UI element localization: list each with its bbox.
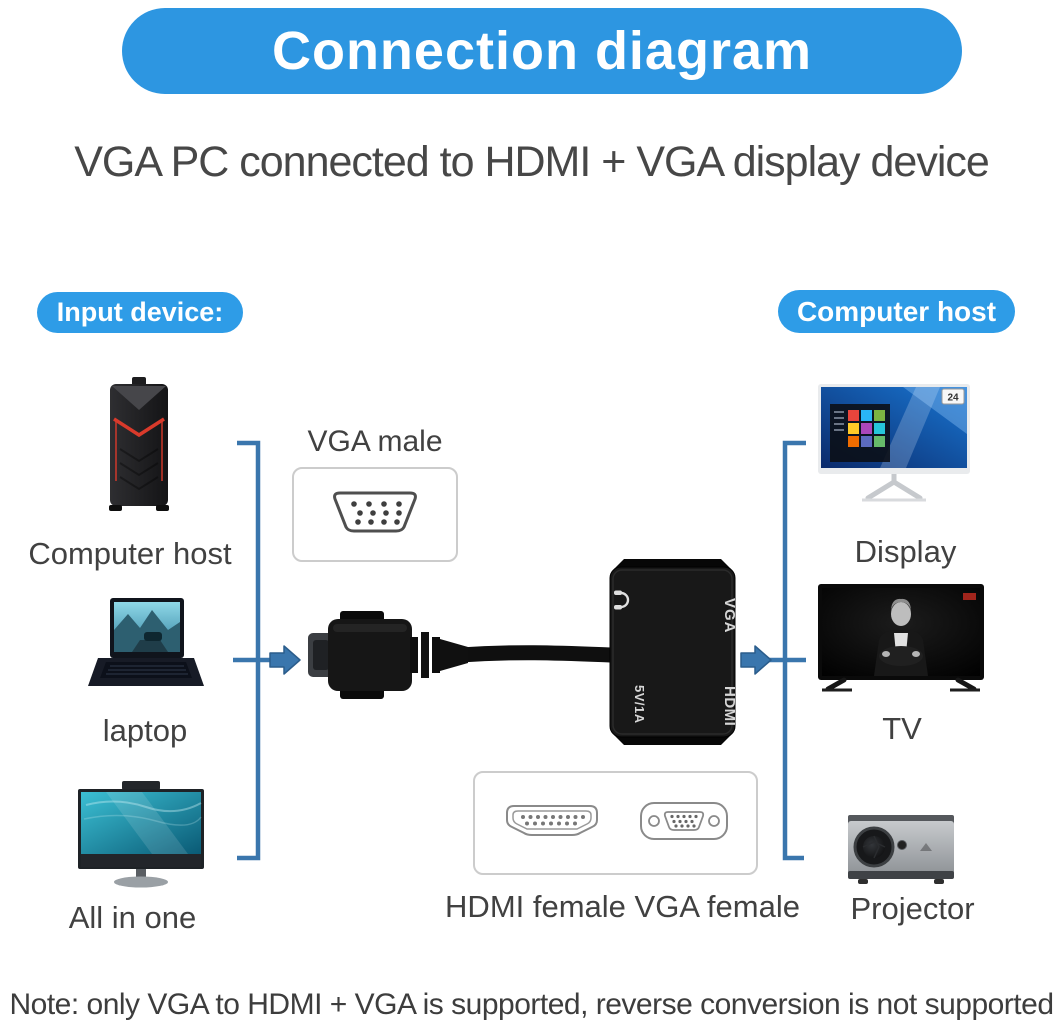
- female-connectors-label: HDMI female VGA female: [445, 889, 800, 924]
- title-banner: Connection diagram: [122, 8, 962, 94]
- laptop-icon: [88, 598, 204, 686]
- right-arrow-icon: [740, 645, 772, 675]
- projector-icon: [848, 815, 954, 884]
- adapter-hdmi-port-label: HDMI: [721, 686, 738, 726]
- right-bracket-line: [782, 440, 806, 861]
- monitor-icon: 24: [818, 384, 970, 502]
- computer-host-badge: Computer host: [778, 290, 1015, 333]
- output-device-label: Display: [854, 534, 957, 569]
- adapter-power-port-label: 5V/1A: [632, 685, 647, 724]
- vga-female-icon: [640, 802, 728, 840]
- adapter-vga-port-label: VGA: [721, 598, 738, 634]
- tv-icon: [818, 584, 984, 692]
- vga-male-label: VGA male: [307, 425, 443, 458]
- input-device-label: laptop: [102, 713, 188, 748]
- female-connectors-icon: [506, 802, 728, 840]
- output-device-label: Projector: [850, 891, 975, 926]
- input-device-label: All in one: [68, 900, 197, 935]
- page-title: Connection diagram: [271, 21, 813, 81]
- output-device-label: TV: [882, 711, 922, 746]
- vga-male-connector-icon: [333, 491, 417, 533]
- vga-cable: [308, 611, 612, 699]
- hdmi-female-icon: [506, 805, 598, 836]
- vga-to-hdmi-adapter: VGA HDMI 5V/1A: [609, 559, 738, 745]
- monitor-size-badge: 24: [947, 393, 959, 404]
- note-text: Note: only VGA to HDMI + VGA is supporte…: [9, 988, 1054, 1021]
- vga-male-box: [292, 467, 458, 562]
- desktop-tower-icon: [109, 377, 169, 511]
- left-bracket-line: [237, 440, 261, 861]
- input-device-label: Computer host: [28, 536, 232, 571]
- left-arrow-icon: [269, 645, 301, 675]
- headphone-icon: [614, 590, 630, 610]
- input-device-badge: Input device:: [37, 292, 243, 333]
- female-connectors-box: [473, 771, 758, 875]
- all-in-one-pc-icon: [78, 781, 204, 888]
- subtitle: VGA PC connected to HDMI + VGA display d…: [74, 138, 990, 186]
